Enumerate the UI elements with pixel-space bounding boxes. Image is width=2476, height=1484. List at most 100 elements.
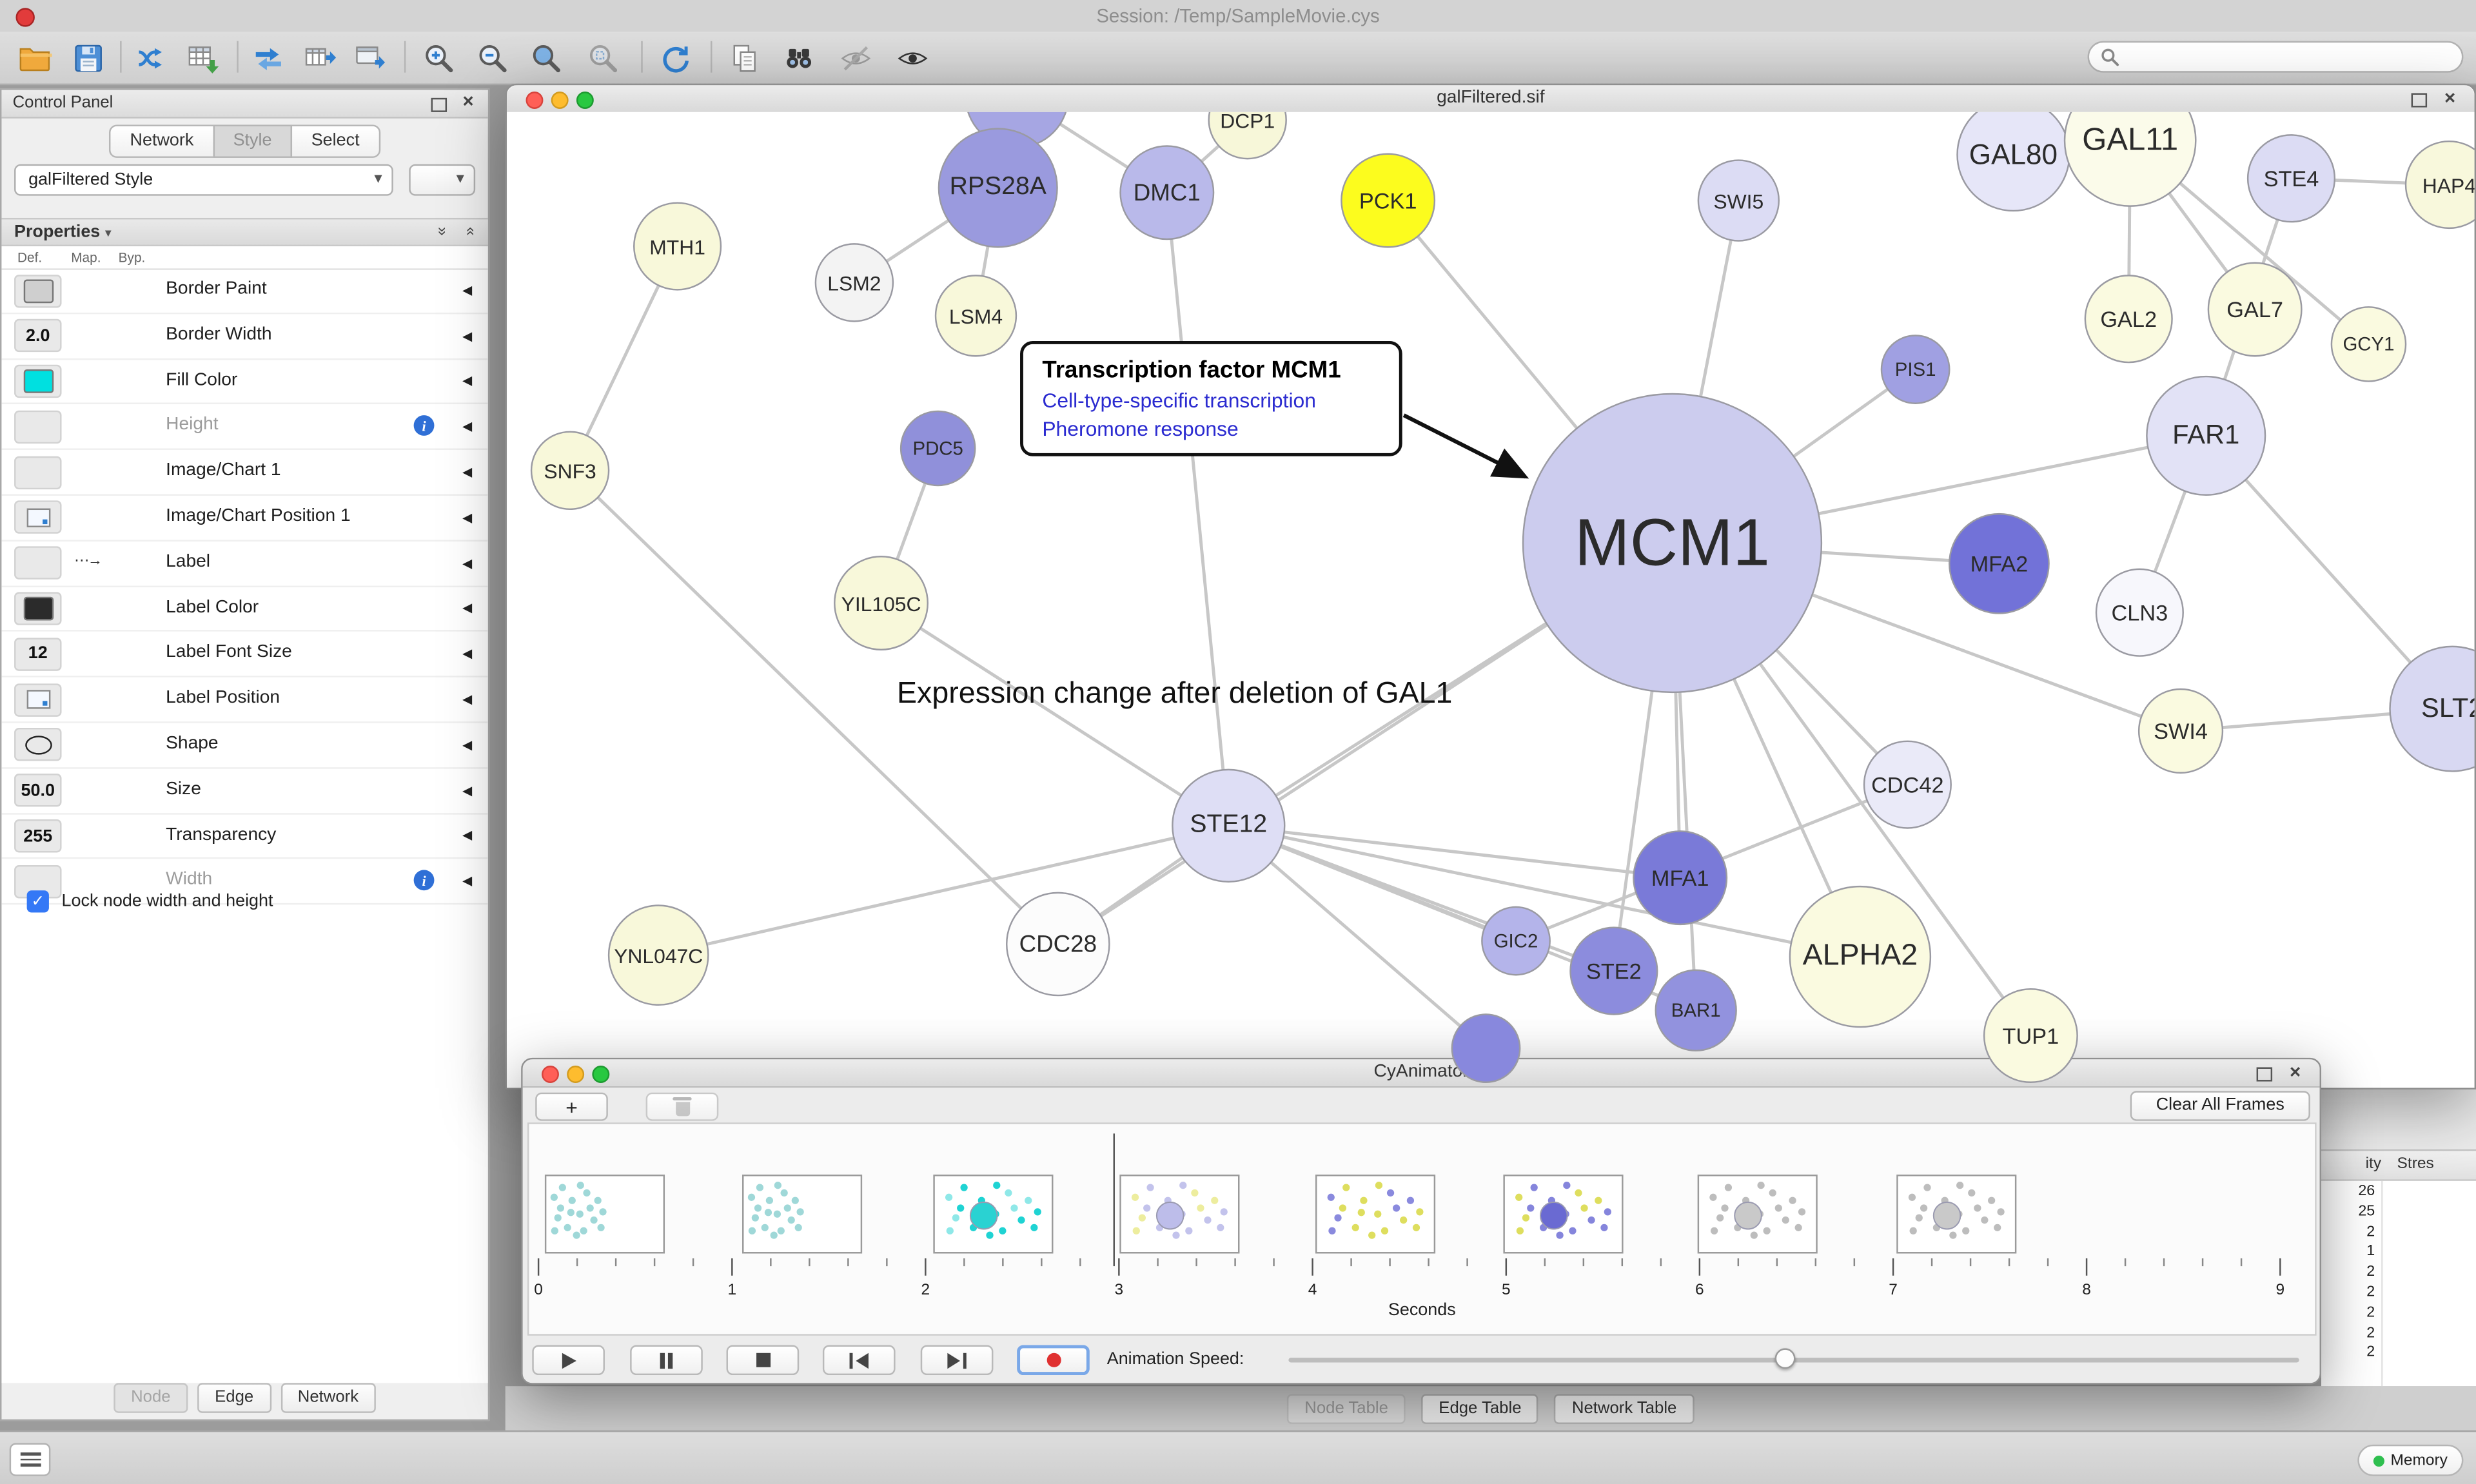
expand-arrow-icon[interactable]: ◀ xyxy=(462,692,473,707)
minimize-button[interactable] xyxy=(567,1064,585,1082)
clear-all-frames-button[interactable]: Clear All Frames xyxy=(2130,1091,2310,1121)
node-FAR1[interactable]: FAR1 xyxy=(2146,375,2266,496)
node-ALPHA2[interactable]: ALPHA2 xyxy=(1789,885,1932,1028)
zoom-fit-button[interactable] xyxy=(527,39,565,77)
export-image-button[interactable] xyxy=(351,39,389,77)
table-row[interactable]: 2 xyxy=(2321,1302,2476,1322)
frame-thumbnail-8[interactable] xyxy=(1896,1175,2017,1254)
export-table-button[interactable] xyxy=(300,39,338,77)
record-button[interactable] xyxy=(1017,1345,1090,1376)
default-value-cell[interactable] xyxy=(14,501,62,534)
pause-button[interactable] xyxy=(630,1345,703,1376)
style-tab-edge[interactable]: Edge xyxy=(197,1383,271,1413)
property-row-shape[interactable]: Shape◀ xyxy=(1,723,488,769)
node-PIS1[interactable]: PIS1 xyxy=(1880,335,1950,404)
table-row[interactable]: 2 xyxy=(2321,1262,2476,1282)
zoom-button[interactable] xyxy=(592,1064,610,1082)
network-window-titlebar[interactable]: galFiltered.sif × xyxy=(507,85,2475,114)
play-button[interactable] xyxy=(532,1345,605,1376)
tab-network[interactable]: Network xyxy=(109,124,215,158)
node-YIL105C[interactable]: YIL105C xyxy=(834,556,929,650)
search-field[interactable] xyxy=(2087,41,2464,73)
close-panel-icon[interactable]: × xyxy=(462,90,474,112)
table-row[interactable]: 1 xyxy=(2321,1242,2476,1262)
skip-start-button[interactable] xyxy=(822,1345,896,1376)
annotation-box[interactable]: Transcription factor MCM1 Cell-type-spec… xyxy=(1020,340,1402,456)
memory-button[interactable]: Memory xyxy=(2357,1444,2464,1476)
node-GAL80[interactable]: GAL80 xyxy=(1956,112,2070,212)
node-STE4[interactable]: STE4 xyxy=(2246,134,2336,223)
node-SWI4[interactable]: SWI4 xyxy=(2137,688,2224,774)
expand-arrow-icon[interactable]: ◀ xyxy=(462,328,473,343)
float-window-icon[interactable] xyxy=(2256,1067,2273,1082)
node-NODE_B[interactable] xyxy=(1451,1013,1521,1084)
skip-end-button[interactable] xyxy=(920,1345,994,1376)
node-CDC28[interactable]: CDC28 xyxy=(1006,892,1110,997)
node-STE2[interactable]: STE2 xyxy=(1569,926,1658,1015)
frame-thumbnail-7[interactable] xyxy=(1697,1175,1818,1254)
zoom-selected-button[interactable] xyxy=(584,39,622,77)
node-GIC2[interactable]: GIC2 xyxy=(1481,906,1551,976)
expand-arrow-icon[interactable]: ◀ xyxy=(462,510,473,525)
default-value-cell[interactable] xyxy=(14,728,62,762)
show-graphics-details-button[interactable] xyxy=(894,39,932,77)
zoom-in-button[interactable] xyxy=(420,39,458,77)
expand-arrow-icon[interactable]: ◀ xyxy=(462,828,473,843)
tab-edge-table[interactable]: Edge Table xyxy=(1421,1393,1539,1423)
expand-arrow-icon[interactable]: ◀ xyxy=(462,374,473,389)
float-window-icon[interactable] xyxy=(431,97,447,112)
property-row-border-paint[interactable]: Border Paint◀ xyxy=(1,268,488,314)
annotation-link[interactable]: Cell-type-specific transcription xyxy=(1042,388,1316,413)
refresh-view-button[interactable] xyxy=(657,39,695,77)
open-session-button[interactable] xyxy=(15,39,54,77)
stop-button[interactable] xyxy=(726,1345,800,1376)
frame-thumbnail-2[interactable] xyxy=(742,1175,863,1254)
import-table-button[interactable] xyxy=(183,39,221,77)
save-session-button[interactable] xyxy=(70,39,108,77)
style-options-menu-button[interactable]: ▾ xyxy=(409,164,476,196)
node-MTH1[interactable]: MTH1 xyxy=(633,202,722,291)
node-GCY1[interactable]: GCY1 xyxy=(2330,306,2407,382)
expand-arrow-icon[interactable]: ◀ xyxy=(462,783,473,798)
node-CLN3[interactable]: CLN3 xyxy=(2095,568,2184,657)
float-window-icon[interactable] xyxy=(2411,93,2428,108)
add-frame-button[interactable]: + xyxy=(535,1092,608,1121)
hide-graphics-details-button[interactable] xyxy=(837,39,875,77)
expand-arrow-icon[interactable]: ◀ xyxy=(462,556,473,571)
close-button[interactable] xyxy=(526,90,544,108)
default-value-cell[interactable] xyxy=(14,410,62,444)
node-SWI5[interactable]: SWI5 xyxy=(1697,159,1780,242)
node-LSM4[interactable]: LSM4 xyxy=(934,275,1017,357)
property-row-label-color[interactable]: Label Color◀ xyxy=(1,587,488,632)
close-view-icon[interactable]: × xyxy=(2444,86,2456,109)
lock-size-checkbox[interactable]: ✓ xyxy=(26,890,49,913)
style-tab-node[interactable]: Node xyxy=(113,1383,188,1413)
expand-arrow-icon[interactable]: ◀ xyxy=(462,737,473,752)
table-row[interactable]: 2 xyxy=(2321,1282,2476,1302)
search-input[interactable] xyxy=(2125,46,2448,68)
property-row-label-position[interactable]: Label Position◀ xyxy=(1,678,488,723)
default-value-cell[interactable] xyxy=(14,455,62,489)
copy-button[interactable] xyxy=(727,39,765,77)
network-from-file-button[interactable] xyxy=(250,39,288,77)
node-GAL11[interactable]: GAL11 xyxy=(2063,112,2197,207)
node-SLT2[interactable]: SLT2 xyxy=(2389,645,2475,772)
node-MFA1[interactable]: MFA1 xyxy=(1633,830,1728,926)
first-neighbors-button[interactable] xyxy=(780,39,818,77)
minimize-button[interactable] xyxy=(551,90,569,108)
node-GAL2[interactable]: GAL2 xyxy=(2084,275,2173,364)
property-row-image-chart-position-1[interactable]: Image/Chart Position 1◀ xyxy=(1,496,488,542)
animation-speed-thumb[interactable] xyxy=(1774,1348,1796,1369)
default-value-cell[interactable] xyxy=(14,547,62,580)
node-BAR1[interactable]: BAR1 xyxy=(1655,969,1737,1052)
node-MCM1[interactable]: MCM1 xyxy=(1522,393,1823,694)
expand-arrow-icon[interactable]: ◀ xyxy=(462,419,473,434)
zoom-button[interactable] xyxy=(576,90,594,108)
default-value-cell[interactable] xyxy=(14,592,62,625)
default-value-cell[interactable]: 2.0 xyxy=(14,319,62,353)
node-GAL7[interactable]: GAL7 xyxy=(2207,262,2303,357)
